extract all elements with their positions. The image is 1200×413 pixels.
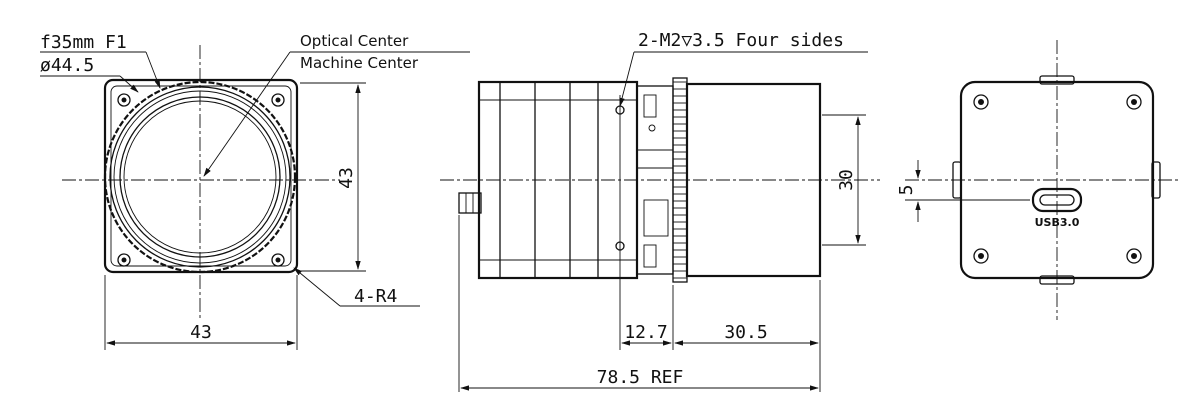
lens-spec-label: f35mm F1 xyxy=(40,32,127,53)
rear-view: USB3.0 5 xyxy=(896,40,1180,320)
front-view: 43 43 f35mm F1 ø44.5 Optical Center Mach… xyxy=(40,32,470,350)
rear-corner-screws xyxy=(973,94,1142,264)
thread-holes xyxy=(615,95,625,350)
dim-12-7: 12.7 xyxy=(624,322,667,343)
optical-center-label: Optical Center xyxy=(300,32,409,50)
thread-note: 2-M2▽3.5 Four sides xyxy=(638,30,844,51)
rear-shaft xyxy=(458,192,482,214)
lens-barrel xyxy=(685,82,822,278)
usb-c-port-icon xyxy=(1031,187,1083,213)
front-height-dim: 43 xyxy=(336,167,357,189)
rear-offset-dim: 5 xyxy=(896,185,917,196)
corner-radius-label: 4-R4 xyxy=(354,286,397,307)
side-height-dim: 30 xyxy=(836,169,857,191)
usb-port-label: USB3.0 xyxy=(1035,216,1080,229)
total-length-dim: 78.5 REF xyxy=(597,367,684,388)
machine-center-label: Machine Center xyxy=(300,54,419,72)
rear-body-outline xyxy=(959,80,1155,280)
dim-30-5: 30.5 xyxy=(724,322,767,343)
diameter-label: ø44.5 xyxy=(40,55,94,76)
lens-front xyxy=(103,80,297,274)
front-width-dim: 43 xyxy=(190,322,212,343)
front-corner-screws xyxy=(117,93,285,267)
side-view: 30 2-M2▽3.5 Four sides 12.7 30.5 78.5 RE… xyxy=(440,30,880,392)
